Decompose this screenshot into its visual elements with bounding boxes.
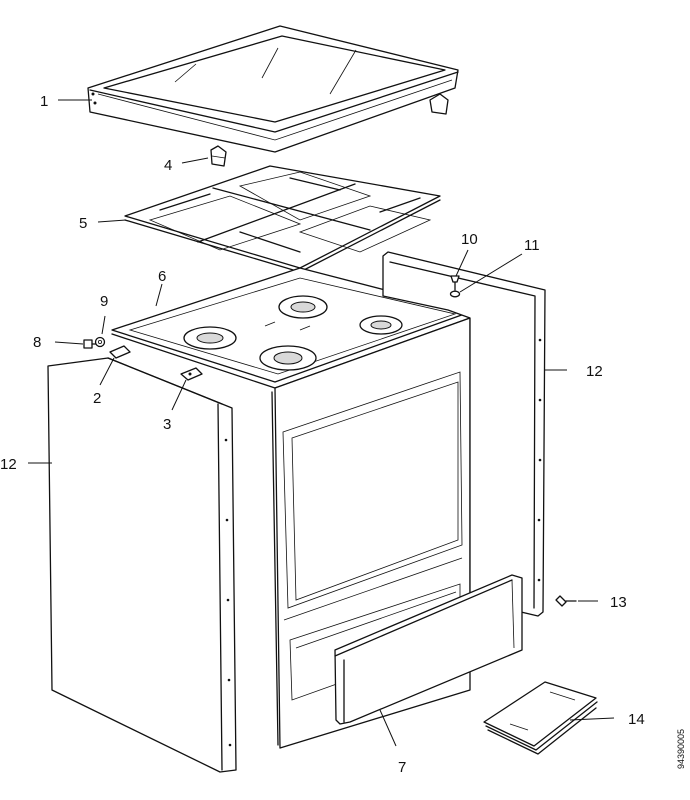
callout-6: 6: [158, 268, 166, 285]
part-plinth: [334, 574, 523, 725]
callout-7: 7: [398, 759, 406, 776]
part-instruction-booklet: [483, 681, 598, 755]
part-bracket: [180, 367, 203, 381]
callout-14: 14: [628, 711, 645, 728]
callout-3: 3: [163, 416, 171, 433]
leader-lines: [28, 99, 615, 747]
callout-1: 1: [40, 93, 48, 110]
document-reference: 94390005: [674, 706, 688, 796]
part-lid: [87, 25, 459, 153]
part-buffer: [210, 145, 227, 167]
part-clip: [109, 345, 131, 359]
part-side-panel-left: [47, 357, 237, 773]
callout-13: 13: [610, 594, 627, 611]
part-spring-washer: [449, 290, 461, 298]
callout-5: 5: [79, 215, 87, 232]
document-reference-number: 94390005: [676, 728, 686, 770]
callout-8: 8: [33, 334, 41, 351]
callout-4: 4: [164, 157, 172, 174]
callout-9: 9: [100, 293, 108, 310]
callout-12-left: 12: [0, 456, 17, 473]
part-foot-screw: [555, 595, 577, 607]
callout-10: 10: [461, 231, 478, 248]
part-washer: [94, 336, 106, 348]
callout-11: 11: [524, 237, 540, 254]
part-pan-support: [124, 165, 441, 273]
callout-2: 2: [93, 390, 101, 407]
callout-12-right: 12: [586, 363, 603, 380]
